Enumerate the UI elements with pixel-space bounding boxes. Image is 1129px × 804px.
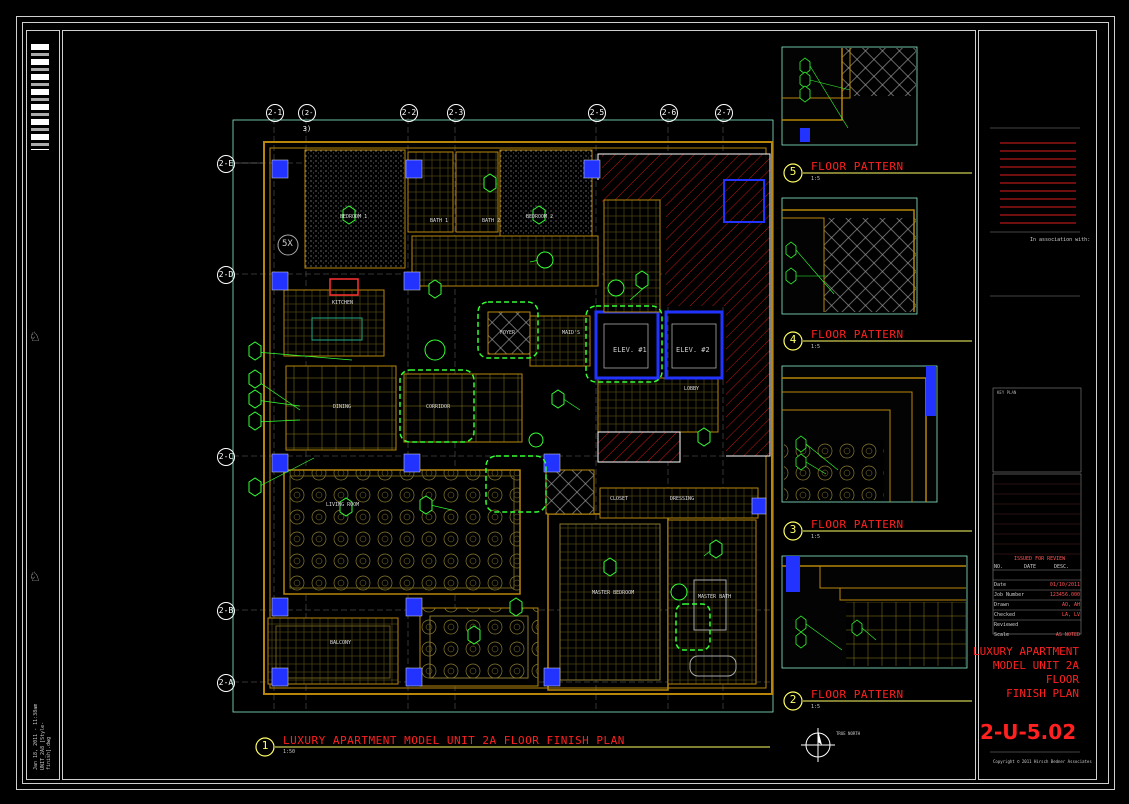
left-margin-strip [26,30,60,780]
room-label: CLOSET [610,496,629,502]
tb-row-drawn: Drawn AO, AH [994,602,1080,608]
tb-value: AS NOTED [1055,632,1080,638]
sheet-title-line: MODEL UNIT 2A [992,659,1079,672]
rev-header-row: NO. DATE DESC. [994,564,1080,570]
grid-row-bubble: 2-A [217,674,235,692]
five-x-symbol: 5X [282,239,293,249]
room-label: LOBBY [684,386,700,392]
detail-title: FLOOR PATTERN [811,688,904,701]
detail-title: FLOOR PATTERN [811,328,904,341]
drawing-area-border [62,30,976,780]
detail-number: 4 [789,333,797,346]
grid-row-bubble: 2-E [217,155,235,173]
tb-label: Date [994,582,1007,588]
sheet-border-inner [22,22,1109,784]
firm-logo [1000,136,1076,228]
tb-label: Checked [994,612,1016,618]
tb-value: 123456.000 [1049,592,1080,598]
tb-label: Scale [994,632,1010,638]
room-label: FOYER [500,330,516,336]
room-label: BATH 1 [430,218,449,224]
detail-title: FLOOR PATTERN [811,160,904,173]
grid-col-bubble: (2-3) [298,104,316,133]
sheet-border-outer [16,16,1115,790]
room-label: BATH 2 [482,218,501,224]
in-association-label: In association with: [1030,237,1091,243]
grid-col-bubble: 2-5 [588,104,606,122]
view-number: 1 [261,739,269,752]
room-label: BEDROOM 1 [340,214,368,220]
rev-col-date: DATE [1024,564,1037,570]
sheet-title: LUXURY APARTMENT MODEL UNIT 2A FLOOR FIN… [973,645,1079,701]
tb-row-checked: Checked LA, LV [994,612,1080,618]
grid-row-bubble: 2-B [217,602,235,620]
title-block-border [978,30,1097,780]
sheet-title-line: LUXURY APARTMENT [973,645,1079,658]
detail-scale: 1:5 [811,344,821,350]
detail-number: 2 [789,693,797,706]
grid-col-bubble: 2-2 [400,104,418,122]
detail-title: FLOOR PATTERN [811,518,904,531]
view-title: LUXURY APARTMENT MODEL UNIT 2A FLOOR FIN… [283,734,625,747]
room-label: ELEV. #2 [676,346,710,354]
room-label: MASTER BEDROOM [592,590,635,596]
tb-value: LA, LV [1061,612,1080,618]
rev-col-desc: DESC. [1054,564,1070,570]
sheet-number: 2-U-5.02 [980,720,1077,744]
grid-col-bubble: 2-6 [660,104,678,122]
tb-label: Reviewed [994,622,1019,628]
room-label: DINING [333,404,352,410]
copyright: Copyright © 2011 Hirsch Bedner Associate… [993,759,1092,764]
rev-col-no: NO. [994,564,1004,570]
detail-number: 3 [789,523,797,536]
tb-value: AO, AH [1061,602,1080,608]
tb-row-job: Job Number 123456.000 [994,592,1080,598]
room-label: ELEV. #1 [613,346,647,354]
room-label: LIVING ROOM [326,502,360,508]
margin-mark-1: ♘ [30,326,40,345]
north-label: TRUE NORTH [836,731,861,736]
margin-mark-2: ♘ [30,566,40,585]
tb-row-date: Date 01/10/2011 [994,582,1080,588]
room-label: MASTER BATH [698,594,732,600]
detail-scale: 1:5 [811,534,821,540]
room-label: MAID'S [562,330,581,336]
tb-row-scale: Scale AS NOTED [994,632,1080,638]
room-label: BALCONY [330,640,352,646]
tb-label: Drawn [994,602,1010,608]
room-label: DRESSING [670,496,695,502]
tb-value: 01/10/2011 [1049,582,1080,588]
grid-col-bubble: 2-1 [266,104,284,122]
grid-row-bubble: 2-C [217,448,235,466]
detail-number: 5 [789,165,797,178]
tb-row-reviewed: Reviewed [994,622,1080,628]
rev-first-desc: ISSUED FOR REVIEW [1014,556,1066,562]
grid-col-bubble: 2-7 [715,104,733,122]
room-label: KITCHEN [332,300,354,306]
room-label: CORRIDOR [426,404,451,410]
margin-barcode [31,44,49,150]
sheet-title-line: FINISH PLAN [1006,687,1079,700]
detail-scale: 1:5 [811,176,821,182]
grid-col-bubble: 2-3 [447,104,465,122]
tb-label: Job Number [994,592,1025,598]
view-scale: 1:50 [283,749,296,755]
room-label: BEDROOM 2 [526,214,554,220]
grid-row-bubble: 2-D [217,266,235,284]
detail-scale: 1:5 [811,704,821,710]
sheet-title-line: FLOOR [1045,673,1079,686]
key-plan-box: KEY PLAN [997,390,1017,395]
